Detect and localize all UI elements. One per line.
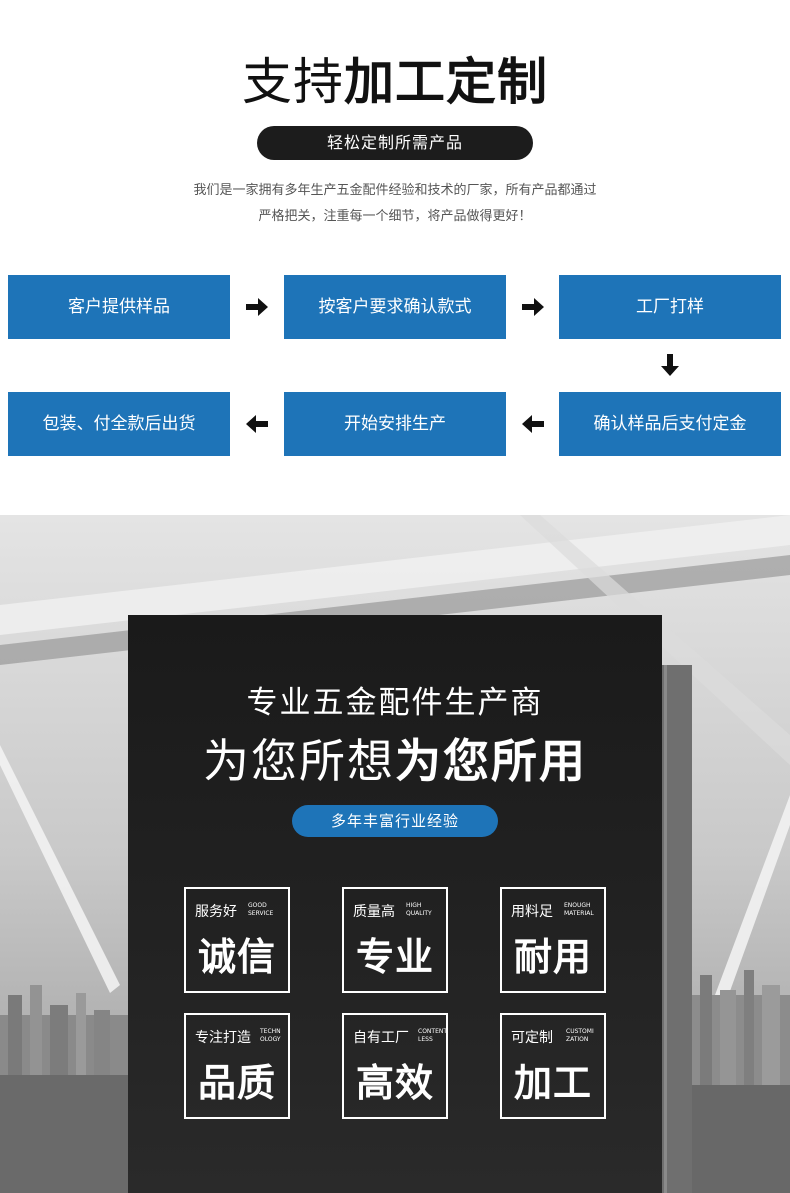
step-start-production: 开始安排生产 bbox=[284, 392, 506, 456]
page-title-bold: 加工定制 bbox=[344, 53, 548, 111]
feature-card-title: 诚信 bbox=[197, 935, 276, 979]
feature-card-caption: 服务好 bbox=[195, 904, 237, 920]
panel-headline-bold: 为您所用 bbox=[395, 734, 587, 788]
panel-headline: 为您所想为您所用 bbox=[128, 733, 662, 789]
step-factory-sample: 工厂打样 bbox=[559, 275, 781, 339]
step-pay-deposit: 确认样品后支付定金 bbox=[559, 392, 781, 456]
panel-headline-light: 为您所想 bbox=[203, 734, 395, 788]
arrow-right-icon bbox=[520, 294, 546, 320]
step-package-ship: 包装、付全款后出货 bbox=[8, 392, 230, 456]
page-title: 支持加工定制 bbox=[0, 52, 790, 112]
feature-card-title: 专业 bbox=[355, 935, 434, 979]
feature-card-title: 耐用 bbox=[513, 935, 592, 979]
arrow-right-icon bbox=[244, 294, 270, 320]
feature-card-title: 加工 bbox=[513, 1061, 592, 1105]
feature-card-title: 高效 bbox=[355, 1061, 434, 1105]
feature-card-title: 品质 bbox=[197, 1061, 276, 1105]
panel-subtitle: 专业五金配件生产商 bbox=[246, 685, 544, 721]
intro-text: 我们是一家拥有多年生产五金配件经验和技术的厂家，所有产品都通过 严格把关，注重每… bbox=[95, 178, 695, 230]
step-confirm-style: 按客户要求确认款式 bbox=[284, 275, 506, 339]
subtitle-pill: 轻松定制所需产品 bbox=[257, 126, 533, 160]
feature-card-caption: 专注打造 bbox=[195, 1030, 251, 1046]
arrow-left-icon bbox=[244, 411, 270, 437]
process-section: 支持加工定制 轻松定制所需产品 我们是一家拥有多年生产五金配件经验和技术的厂家，… bbox=[0, 0, 790, 515]
feature-card-caption: 用料足 bbox=[511, 904, 553, 920]
arrow-down-icon bbox=[657, 352, 683, 378]
experience-pill: 多年丰富行业经验 bbox=[292, 805, 498, 837]
page-title-light: 支持 bbox=[242, 53, 344, 111]
feature-card-caption: 可定制 bbox=[511, 1030, 553, 1046]
step-customer-sample: 客户提供样品 bbox=[8, 275, 230, 339]
intro-line-1: 我们是一家拥有多年生产五金配件经验和技术的厂家，所有产品都通过 bbox=[193, 183, 597, 198]
feature-card-caption: 质量高 bbox=[353, 904, 395, 920]
arrow-left-icon bbox=[520, 411, 546, 437]
feature-card-caption: 自有工厂 bbox=[353, 1030, 409, 1046]
intro-line-2: 严格把关，注重每一个细节，将产品做得更好！ bbox=[258, 209, 532, 224]
